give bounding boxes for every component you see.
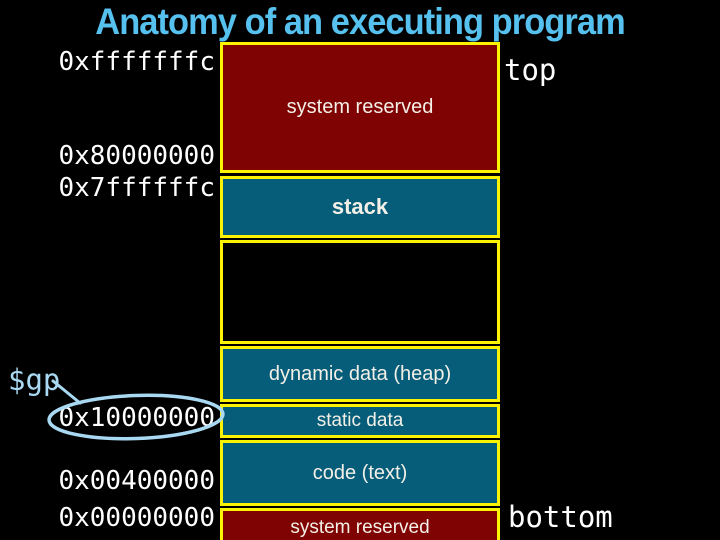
address-label-00000000: 0x00000000 bbox=[58, 503, 215, 533]
bottom-label: bottom bbox=[508, 500, 613, 534]
memory-block-static-data: static data bbox=[220, 404, 500, 438]
memory-block-system-reserved-bottom: system reserved bbox=[220, 508, 500, 540]
address-label-fffffffc: 0xfffffffc bbox=[58, 47, 215, 77]
memory-block-code-text: code (text) bbox=[220, 440, 500, 506]
memory-block-label: stack bbox=[331, 194, 389, 219]
memory-block-label: static data bbox=[316, 410, 404, 431]
memory-block-heap: dynamic data (heap) bbox=[220, 346, 500, 402]
address-label-7ffffffc: 0x7ffffffc bbox=[58, 173, 215, 203]
memory-block-label: system reserved bbox=[286, 96, 434, 118]
address-label-10000000: 0x10000000 bbox=[58, 403, 215, 433]
page-title: Anatomy of an executing program bbox=[95, 1, 625, 42]
memory-block-stack: stack bbox=[220, 176, 500, 238]
top-label: top bbox=[504, 53, 557, 87]
gp-register-label: $gp bbox=[8, 363, 61, 397]
memory-block-label: dynamic data (heap) bbox=[268, 362, 452, 385]
memory-block-label: system reserved bbox=[290, 517, 430, 538]
memory-block-label: code (text) bbox=[312, 461, 408, 484]
address-label-80000000: 0x80000000 bbox=[58, 141, 215, 171]
memory-block-system-reserved-top: system reserved bbox=[220, 42, 500, 173]
address-label-00400000: 0x00400000 bbox=[58, 466, 215, 496]
memory-block-unused-gap bbox=[220, 240, 500, 344]
